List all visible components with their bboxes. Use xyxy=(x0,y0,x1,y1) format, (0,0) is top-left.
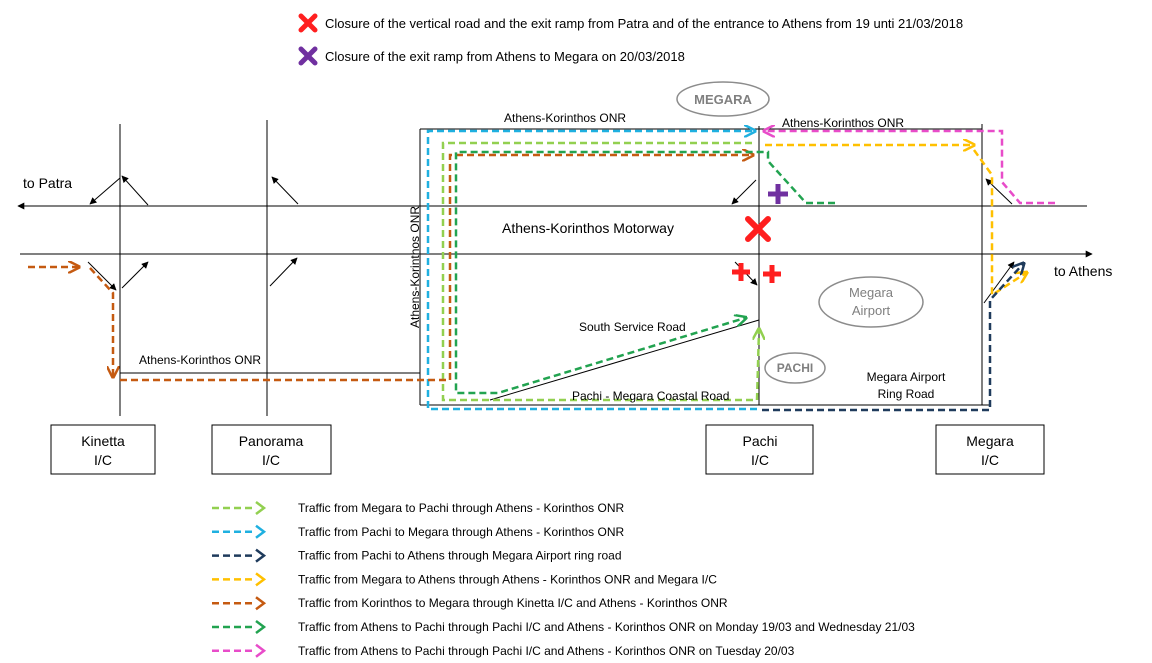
kinetta-interchange-box: Kinetta I/C xyxy=(50,424,156,475)
legend-arrowhead-icon xyxy=(255,596,267,611)
legend-label: Traffic from Athens to Pachi through Pac… xyxy=(298,644,795,658)
panorama-interchange-box: Panorama I/C xyxy=(211,424,332,475)
megara-interchange-box: Megara I/C xyxy=(935,424,1045,475)
legend: Traffic from Megara to Pachi through Ath… xyxy=(212,501,915,658)
svg-text:Megara: Megara xyxy=(966,433,1014,449)
route-athens-to-pachi-monwed-a xyxy=(454,150,835,395)
route-pachi-to-athens xyxy=(762,264,1023,412)
coastal-road-label: Pachi - Megara Coastal Road xyxy=(572,389,729,403)
svg-text:Airport: Airport xyxy=(852,303,891,318)
pachi-interchange-box: Pachi I/C xyxy=(705,424,814,475)
route-pachi-to-megara xyxy=(426,131,757,411)
route-megara-to-athens-b xyxy=(972,149,1026,298)
closure-vertical-road-icon xyxy=(745,216,771,242)
svg-text:Panorama: Panorama xyxy=(239,433,304,449)
legend-item: Traffic from Athens to Pachi through Pac… xyxy=(212,644,795,658)
legend-label: Traffic from Pachi to Athens through Meg… xyxy=(298,549,622,563)
onr-top-right-label: Athens-Korinthos ONR xyxy=(782,116,904,130)
legend-item: Traffic from Athens to Pachi through Pac… xyxy=(212,620,915,634)
notice-exit-ramp-closure: Closure of the exit ramp from Athens to … xyxy=(325,49,685,64)
onr-bottom-left-label: Athens-Korinthos ONR xyxy=(139,353,261,367)
megara-town-marker: MEGARA xyxy=(676,81,770,117)
traffic-routes xyxy=(28,131,1055,412)
svg-text:Kinetta: Kinetta xyxy=(81,433,125,449)
closure-entrance-athens-icon xyxy=(763,265,781,283)
legend-item: Traffic from Pachi to Athens through Meg… xyxy=(212,549,622,563)
megara-airport-marker: Megara Airport xyxy=(818,276,924,328)
legend-label: Traffic from Athens to Pachi through Pac… xyxy=(298,620,915,634)
legend-item: Traffic from Korinthos to Megara through… xyxy=(212,596,728,610)
svg-text:I/C: I/C xyxy=(751,452,769,468)
south-service-road-label: South Service Road xyxy=(579,320,686,334)
onr-vertical-label: Athens-Korinthos ONR xyxy=(408,206,422,328)
notice-purple-cross-icon xyxy=(298,46,318,66)
pachi-town-marker: PACHI xyxy=(764,352,826,384)
to-athens-label: to Athens xyxy=(1054,263,1112,279)
legend-arrowhead-icon xyxy=(255,524,267,539)
route-korinthos-to-megara-b xyxy=(89,267,113,376)
svg-text:PACHI: PACHI xyxy=(777,361,813,375)
onr-top-left-label: Athens-Korinthos ONR xyxy=(504,111,626,125)
south-service-road xyxy=(489,319,760,401)
route-athens-to-pachi-tue xyxy=(765,131,1055,205)
legend-arrowhead-icon xyxy=(255,572,267,587)
svg-text:MEGARA: MEGARA xyxy=(694,92,752,107)
legend-label: Traffic from Megara to Athens through At… xyxy=(298,572,717,586)
notice-vertical-road-closure: Closure of the vertical road and the exi… xyxy=(325,16,963,31)
svg-text:I/C: I/C xyxy=(981,452,999,468)
legend-arrowhead-icon xyxy=(255,620,267,634)
legend-arrowhead-icon xyxy=(255,548,267,563)
svg-text:Pachi: Pachi xyxy=(742,433,777,449)
legend-item: Traffic from Pachi to Megara through Ath… xyxy=(212,525,624,539)
legend-item: Traffic from Megara to Athens through At… xyxy=(212,572,717,586)
ring-road-label-line1: Megara Airport xyxy=(867,370,946,384)
svg-text:I/C: I/C xyxy=(94,452,112,468)
legend-arrowhead-icon xyxy=(255,501,267,515)
closure-athens-megara-ramp-icon xyxy=(768,184,788,204)
road-network xyxy=(17,120,1093,416)
route-megara-to-pachi xyxy=(441,141,759,402)
legend-arrowhead-icon xyxy=(255,643,267,658)
motorway-label: Athens-Korinthos Motorway xyxy=(502,220,674,236)
route-korinthos-to-megara-c xyxy=(120,155,752,382)
legend-label: Traffic from Pachi to Megara through Ath… xyxy=(298,525,624,539)
closure-exit-ramp-patra-icon xyxy=(732,263,750,281)
legend-item: Traffic from Megara to Pachi through Ath… xyxy=(212,501,624,515)
svg-text:I/C: I/C xyxy=(262,452,280,468)
notice-red-cross-icon xyxy=(298,13,318,33)
legend-label: Traffic from Korinthos to Megara through… xyxy=(298,596,728,610)
svg-text:Megara: Megara xyxy=(849,285,894,300)
ring-road-label-line2: Ring Road xyxy=(878,387,935,401)
to-patra-label: to Patra xyxy=(23,175,72,191)
legend-label: Traffic from Megara to Pachi through Ath… xyxy=(298,501,624,515)
